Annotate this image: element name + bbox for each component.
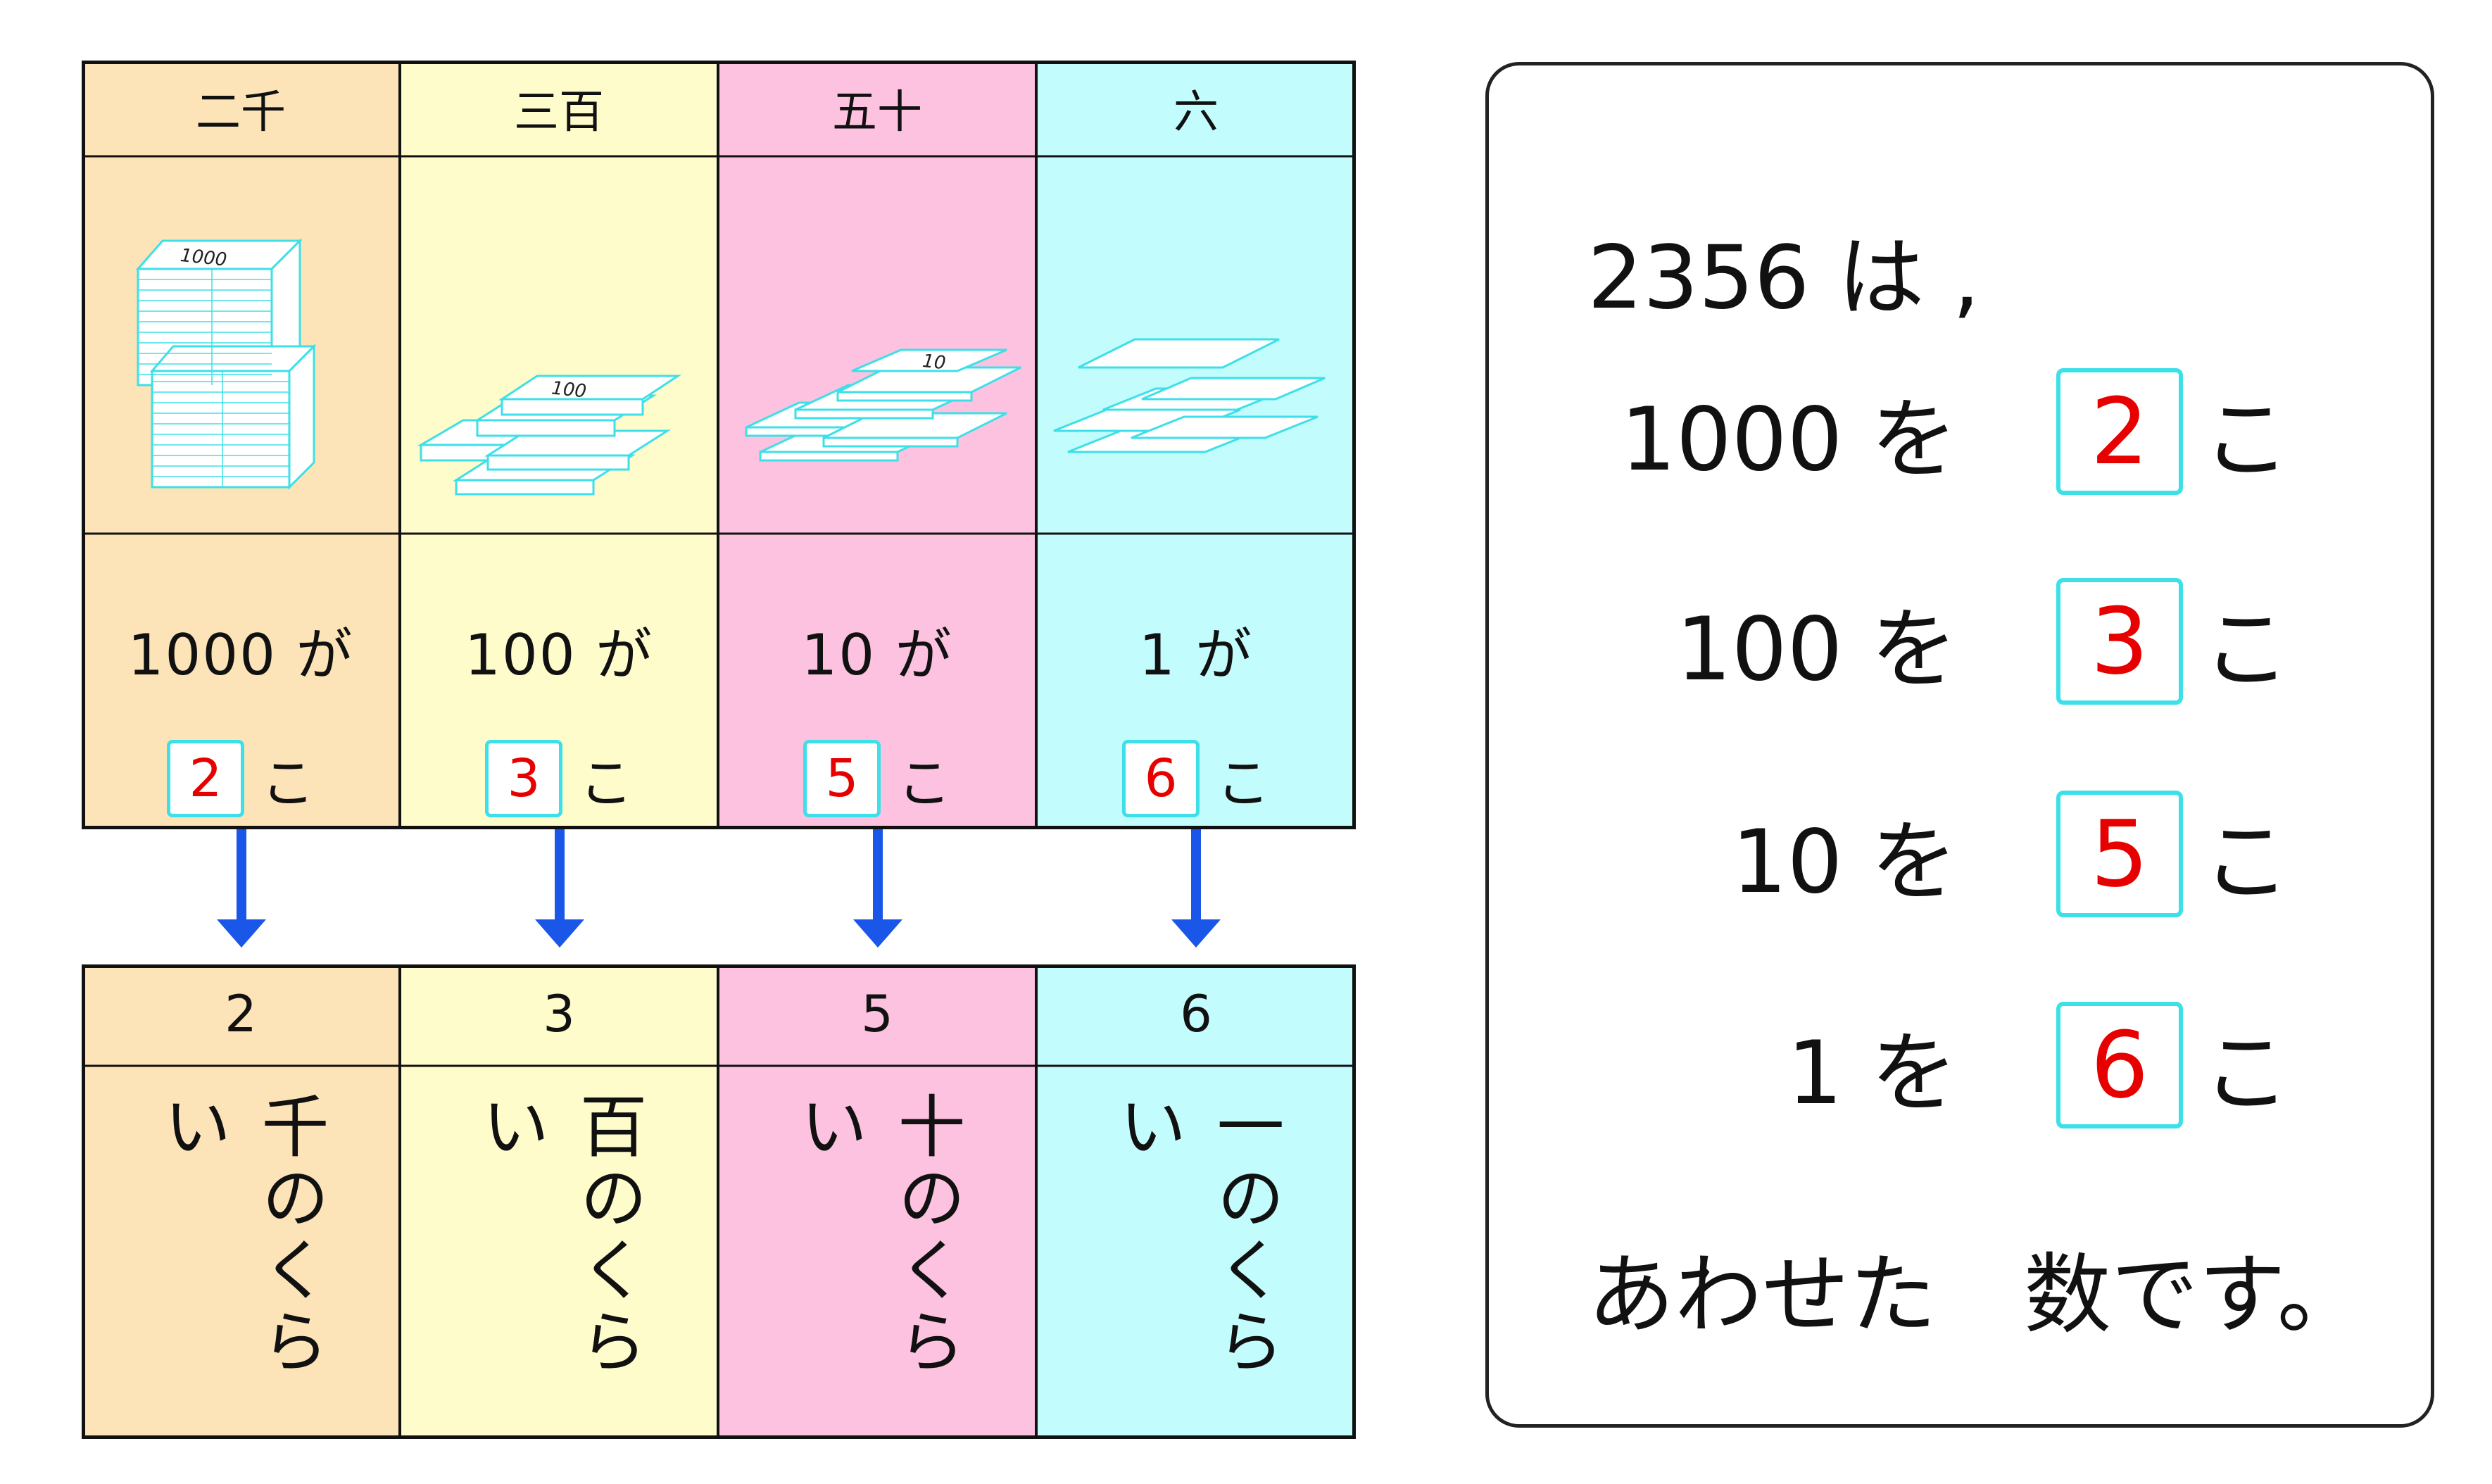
one-yen-coins-image: [1036, 156, 1356, 534]
place-name: 十のくらい: [788, 1091, 965, 1378]
column-header: 五十: [832, 87, 922, 139]
top-table-grid: [82, 61, 1356, 829]
panel-answer-box-10[interactable]: 5: [2056, 791, 2183, 917]
count-label: 1 が: [1138, 622, 1254, 688]
column-header: 三百: [514, 87, 604, 139]
place-column-tens: 5 十のくらい: [718, 964, 1036, 1439]
count-row: 6 こ: [1036, 736, 1356, 821]
bundle-100-yen-notes-image: 100: [400, 156, 718, 534]
panel-answer-box-1000[interactable]: 2: [2056, 368, 2183, 495]
down-arrow-icon: [535, 829, 584, 948]
column-header: 六: [1173, 87, 1219, 139]
summary-panel: 2356 は , 1000 を 2 こ 100 を 3 こ 10 を 5 こ 1…: [1485, 62, 2434, 1428]
digit: 3: [543, 984, 575, 1043]
arrows: [217, 829, 1221, 948]
down-arrow-icon: [1171, 829, 1221, 948]
counter-label: こ: [898, 752, 951, 815]
digit: 2: [225, 984, 257, 1043]
panel-counter: こ: [2202, 812, 2290, 913]
panel-answer-box-1[interactable]: 6: [2056, 1002, 2183, 1128]
digit: 6: [1180, 984, 1212, 1043]
panel-counter: こ: [2202, 1023, 2290, 1124]
panel-intro: 2356 は ,: [1587, 227, 1980, 329]
column-ones: 六 1 が 6 こ: [1036, 61, 1356, 829]
place-column-ones: 6 一のくらい: [1036, 964, 1356, 1439]
panel-outro: あわせた 数です。: [1587, 1245, 2365, 1346]
counter-label: こ: [261, 752, 315, 815]
column-hundreds: 三百 100 100 が 3 こ: [400, 61, 718, 829]
top-table: 二千: [82, 61, 1356, 829]
place-name: 百のくらい: [470, 1091, 647, 1378]
place-name: 一のくらい: [1107, 1091, 1284, 1378]
count-label: 1000 が: [127, 622, 354, 688]
down-arrow-icon: [217, 829, 266, 948]
count-label: 10 が: [801, 622, 953, 688]
panel-counter: こ: [2202, 599, 2290, 700]
answer-box-hundreds[interactable]: 3: [485, 740, 562, 817]
digit: 5: [861, 984, 893, 1043]
place-column-hundreds: 3 百のくらい: [400, 964, 718, 1439]
column-thousands: 二千: [82, 61, 400, 829]
panel-unit: 10 を: [1731, 812, 1958, 913]
panel-unit: 1 を: [1787, 1023, 1958, 1124]
panel-row-1: 1 を 6 こ: [1787, 1002, 2290, 1128]
bundle-10-yen-notes-image: 10: [718, 156, 1036, 534]
place-table-grid: [82, 964, 1356, 1439]
answer-box-tens[interactable]: 5: [803, 740, 881, 817]
panel-unit: 100 を: [1675, 599, 1958, 700]
panel-unit: 1000 を: [1620, 389, 1958, 491]
count-row: 2 こ: [82, 736, 400, 821]
place-name: 千のくらい: [152, 1091, 329, 1378]
column-header: 二千: [196, 87, 286, 139]
answer-box-ones[interactable]: 6: [1122, 740, 1200, 817]
count-row: 3 こ: [400, 736, 718, 821]
panel-row-1000: 1000 を 2 こ: [1621, 368, 2290, 495]
bundle-1000-yen-notes-image: 1000: [82, 156, 400, 534]
place-value-table: 2 千のくらい 3 百のくらい 5 十のくらい 6 一のくらい: [82, 964, 1356, 1439]
panel-row-10: 10 を 5 こ: [1732, 791, 2290, 917]
note-label-1000: 1000: [180, 245, 228, 271]
panel-row-100: 100 を 3 こ: [1676, 578, 2290, 705]
panel-counter: こ: [2202, 389, 2290, 491]
place-column-thousands: 2 千のくらい: [82, 964, 400, 1439]
count-row: 5 こ: [718, 736, 1036, 821]
note-label-10: 10: [921, 351, 947, 374]
count-label: 100 が: [464, 622, 654, 688]
counter-label: こ: [1216, 752, 1270, 815]
down-arrow-icon: [853, 829, 902, 948]
counter-label: こ: [579, 752, 633, 815]
panel-answer-box-100[interactable]: 3: [2056, 578, 2183, 705]
note-label-100: 100: [550, 377, 588, 402]
answer-box-thousands[interactable]: 2: [167, 740, 244, 817]
column-tens: 五十 10 10 が 5: [718, 61, 1036, 829]
